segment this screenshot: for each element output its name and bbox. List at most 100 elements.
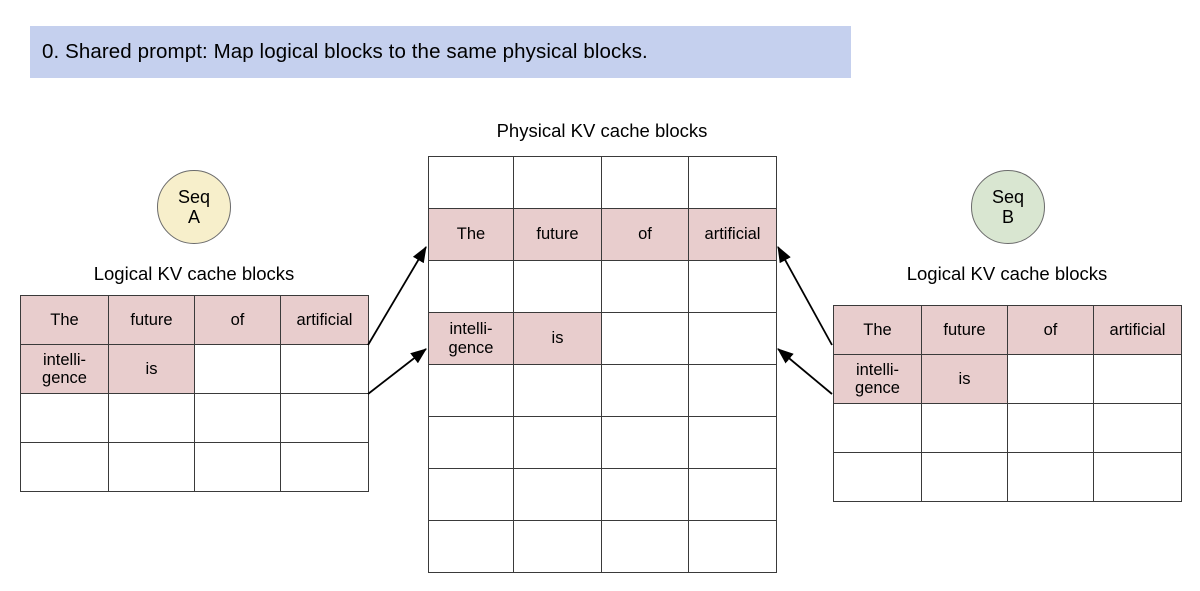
kv-block-cell	[601, 364, 689, 417]
kv-block-cell	[280, 344, 369, 394]
seq-a-name: A	[187, 207, 200, 227]
kv-block-cell: is	[108, 344, 195, 394]
kv-block-cell: future	[921, 305, 1008, 355]
kv-block-cell	[108, 393, 195, 443]
kv-grid-row	[428, 260, 777, 313]
kv-block-cell	[428, 416, 514, 469]
kv-block-cell	[921, 403, 1008, 453]
kv-block-cell	[194, 393, 281, 443]
kv-block-cell	[280, 442, 369, 492]
kv-grid-row	[428, 468, 777, 521]
kv-block-cell	[1093, 452, 1182, 502]
right-logical-blocks-heading: Logical KV cache blocks	[906, 263, 1108, 284]
kv-block-cell: The	[20, 295, 109, 345]
kv-block-cell	[513, 520, 602, 573]
kv-block-cell	[194, 344, 281, 394]
kv-grid-row	[833, 403, 1182, 453]
kv-block-cell	[428, 260, 514, 313]
kv-block-cell	[688, 364, 777, 417]
kv-block-cell: future	[513, 208, 602, 261]
kv-block-cell	[601, 416, 689, 469]
kv-block-cell	[1007, 452, 1094, 502]
seq-b-badge: Seq B	[971, 170, 1045, 244]
kv-grid-row	[833, 452, 1182, 502]
kv-block-cell	[688, 312, 777, 365]
kv-grid-row	[428, 364, 777, 417]
kv-grid-row	[428, 156, 777, 209]
kv-block-cell	[921, 452, 1008, 502]
kv-block-cell: intelli-gence	[833, 354, 922, 404]
kv-block-cell	[513, 364, 602, 417]
kv-block-cell	[513, 416, 602, 469]
kv-block-cell	[428, 156, 514, 209]
kv-block-cell	[1093, 354, 1182, 404]
kv-block-cell	[20, 393, 109, 443]
kv-block-cell	[20, 442, 109, 492]
arrow-seq-b-block-1	[777, 348, 833, 395]
kv-block-cell	[601, 468, 689, 521]
kv-block-cell	[1007, 403, 1094, 453]
kv-block-cell: artificial	[280, 295, 369, 345]
kv-block-cell	[688, 416, 777, 469]
arrow-seq-b-block-0	[777, 246, 833, 346]
kv-block-cell	[688, 520, 777, 573]
kv-block-cell	[601, 312, 689, 365]
kv-block-cell	[513, 156, 602, 209]
seq-b-name: B	[1001, 207, 1014, 227]
kv-block-cell: artificial	[688, 208, 777, 261]
seq-a-label: Seq	[177, 186, 211, 207]
kv-block-cell: The	[428, 208, 514, 261]
kv-block-cell	[601, 520, 689, 573]
kv-block-cell	[428, 364, 514, 417]
prompt-banner-text: 0. Shared prompt: Map logical blocks to …	[42, 39, 648, 63]
kv-block-cell: artificial	[1093, 305, 1182, 355]
kv-block-cell	[513, 468, 602, 521]
kv-block-cell	[688, 468, 777, 521]
arrow-seq-a-block-1	[367, 348, 427, 395]
kv-block-cell: of	[601, 208, 689, 261]
kv-block-cell	[280, 393, 369, 443]
kv-block-cell: is	[513, 312, 602, 365]
kv-block-cell	[428, 468, 514, 521]
kv-block-cell	[1093, 403, 1182, 453]
kv-block-cell	[688, 156, 777, 209]
arrow-seq-a-block-0	[367, 246, 427, 346]
seq-a-badge: Seq A	[157, 170, 231, 244]
seq-b-label: Seq	[991, 186, 1025, 207]
kv-grid-row	[428, 416, 777, 469]
left-logical-blocks-heading: Logical KV cache blocks	[93, 263, 295, 284]
kv-grid-row	[428, 520, 777, 573]
kv-block-cell: of	[194, 295, 281, 345]
kv-block-cell: intelli-gence	[428, 312, 514, 365]
kv-grid-row	[20, 442, 369, 492]
kv-block-cell	[688, 260, 777, 313]
kv-block-cell	[428, 520, 514, 573]
kv-block-cell	[833, 452, 922, 502]
kv-block-cell: intelli-gence	[20, 344, 109, 394]
kv-block-cell	[513, 260, 602, 313]
kv-block-cell	[194, 442, 281, 492]
kv-block-cell: future	[108, 295, 195, 345]
kv-block-cell	[601, 260, 689, 313]
physical-blocks-heading: Physical KV cache blocks	[496, 120, 708, 141]
kv-block-cell	[108, 442, 195, 492]
kv-block-cell: is	[921, 354, 1008, 404]
kv-block-cell	[1007, 354, 1094, 404]
kv-grid-row	[20, 393, 369, 443]
kv-block-cell: The	[833, 305, 922, 355]
kv-block-cell	[601, 156, 689, 209]
kv-block-cell: of	[1007, 305, 1094, 355]
prompt-banner: 0. Shared prompt: Map logical blocks to …	[30, 26, 851, 78]
